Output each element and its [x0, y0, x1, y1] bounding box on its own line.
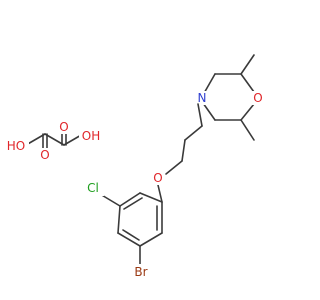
bond: [165, 160, 183, 175]
oxalic-oh-label: OH: [82, 129, 100, 143]
bromochlorophenoxy: O Cl Br: [82, 171, 165, 280]
oxalic-o-bottom-label: O: [40, 148, 49, 162]
morpholine-o-label: O: [253, 91, 262, 105]
bromine-label: Br: [134, 265, 147, 279]
bond: [157, 184, 163, 203]
oxalic-ho-label: HO: [7, 139, 25, 153]
ether-o-label: O: [153, 171, 162, 185]
butyl-linker: [165, 103, 203, 175]
oxalic-o-top-label: O: [59, 120, 68, 134]
bond: [184, 125, 203, 141]
morpholine-n-label: N: [198, 91, 207, 105]
bond: [197, 103, 203, 127]
molecule-diagram: HO OH O O N O: [3, 54, 265, 280]
bond: [122, 229, 140, 241]
bond: [25, 133, 46, 146]
bond: [240, 54, 255, 75]
oxalic-acid: HO OH O O: [3, 120, 105, 162]
bond: [240, 73, 255, 93]
bond: [202, 102, 216, 121]
bond: [117, 205, 121, 234]
bond: [44, 133, 65, 146]
bond: [240, 119, 255, 141]
bond: [117, 232, 141, 247]
bond: [139, 192, 163, 203]
bond: [181, 139, 186, 162]
bond: [123, 197, 143, 210]
bond: [139, 232, 163, 247]
dimethylmorpholine-ring: N O: [195, 54, 265, 141]
chlorine-label: Cl: [87, 181, 99, 195]
bond: [119, 192, 141, 207]
bond: [240, 103, 255, 121]
